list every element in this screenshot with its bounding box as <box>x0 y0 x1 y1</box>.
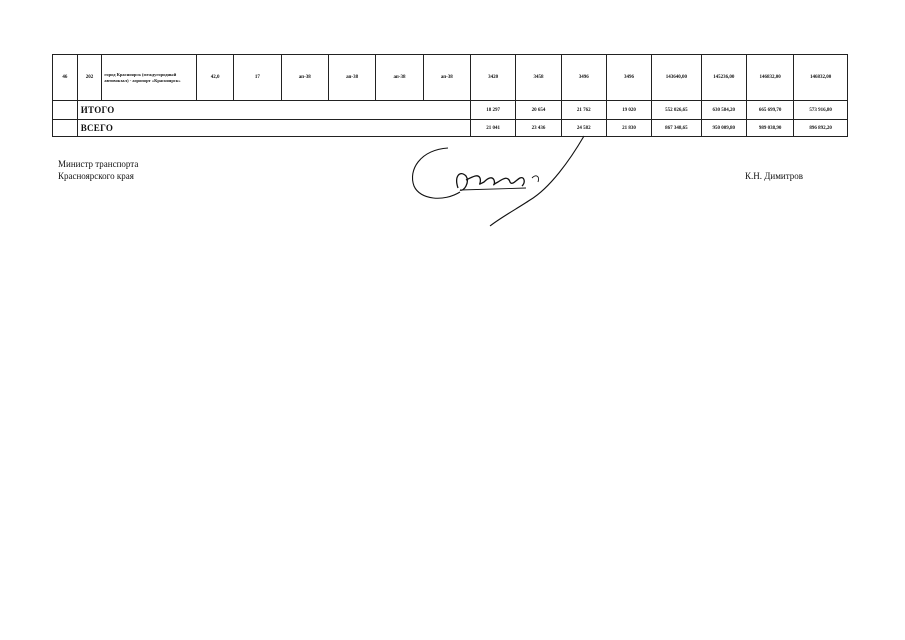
total-amount-2: 630 584,20 <box>700 100 747 120</box>
total-volume-4: 19 020 <box>605 100 653 120</box>
total-amount-4: 573 916,80 <box>793 100 848 120</box>
total-amount-3: 665 699,70 <box>745 100 795 120</box>
handwritten-signature <box>412 135 585 227</box>
grand-amount-3: 989 038,90 <box>745 119 795 137</box>
signer-name: К.Н. Димитров <box>745 171 804 181</box>
total-volume-1: 18 297 <box>469 100 517 120</box>
vehicle-class-3: ап-38 <box>375 54 424 101</box>
grand-amount-2: 950 009,80 <box>700 119 747 137</box>
route-name: город Красноярск (междугородный автовокз… <box>101 54 198 101</box>
volume-2: 3458 <box>515 54 562 101</box>
volume-1: 3420 <box>469 54 517 101</box>
volume-4: 3496 <box>605 54 653 101</box>
grand-volume-1: 21 041 <box>469 119 517 137</box>
grand-total-label: ВСЕГО <box>76 119 472 137</box>
grand-amount-1: 867 348,65 <box>651 119 702 137</box>
minister-title-line1: Министр транспорта <box>58 159 139 169</box>
table-row: 46 202 город Красноярск (междугородный а… <box>52 54 848 101</box>
amount-2: 145236,00 <box>700 54 747 101</box>
route-length: 42,0 <box>196 54 235 101</box>
total-row: ИТОГО 18 297 20 654 21 762 19 020 552 02… <box>52 100 848 120</box>
vehicle-class-4: ап-38 <box>422 54 472 101</box>
total-volume-3: 21 762 <box>560 100 607 120</box>
total-amount-1: 552 026,65 <box>651 100 702 120</box>
empty-cell <box>52 119 78 137</box>
total-label: ИТОГО <box>76 100 472 120</box>
volume-3: 3496 <box>560 54 607 101</box>
vehicle-class-2: ап-38 <box>327 54 377 101</box>
stops-count: 17 <box>233 54 282 101</box>
total-volume-2: 20 654 <box>515 100 562 120</box>
vehicle-class-1: ап-38 <box>280 54 329 101</box>
grand-total-row: ВСЕГО 21 041 23 436 24 582 21 830 867 34… <box>52 119 848 137</box>
empty-cell <box>52 100 78 120</box>
grand-volume-4: 21 830 <box>605 119 653 137</box>
transport-table: 46 202 город Красноярск (междугородный а… <box>52 54 848 137</box>
row-number: 46 <box>52 54 78 101</box>
amount-1: 143640,00 <box>651 54 702 101</box>
minister-title: Министр транспорта Красноярского края <box>58 158 138 182</box>
grand-volume-2: 23 436 <box>515 119 562 137</box>
route-code: 202 <box>76 54 103 101</box>
amount-3: 146832,00 <box>745 54 795 101</box>
amount-4: 146832,00 <box>793 54 848 101</box>
minister-title-line2: Красноярского края <box>58 171 134 181</box>
grand-amount-4: 896 892,20 <box>793 119 848 137</box>
